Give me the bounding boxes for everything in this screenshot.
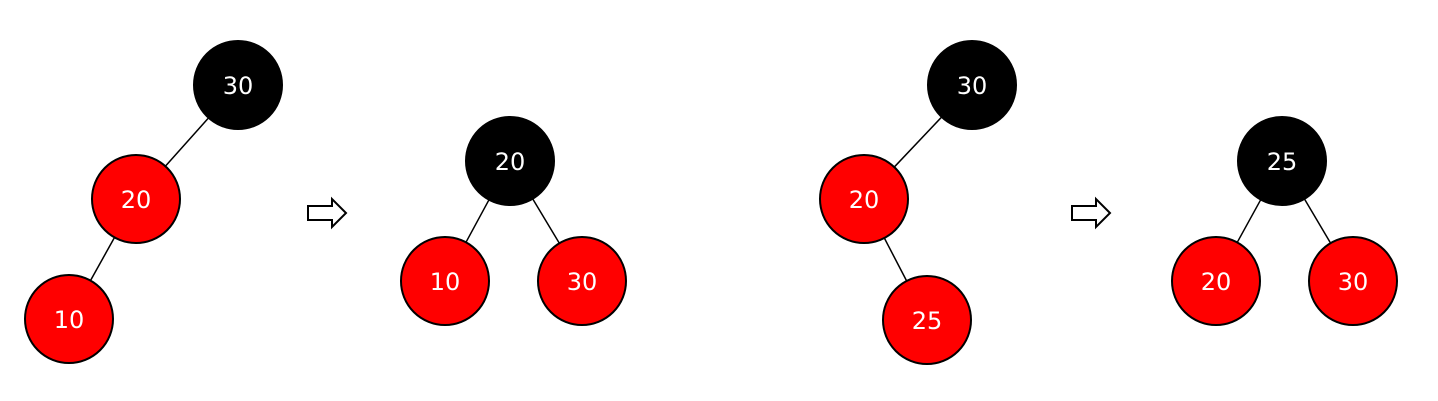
node-circle-red — [24, 274, 114, 364]
tree-node: 10 — [24, 274, 114, 364]
tree-node: 20 — [1171, 236, 1261, 326]
tree-node: 30 — [1308, 236, 1398, 326]
tree-node: 30 — [927, 40, 1017, 130]
tree-edge — [89, 237, 116, 281]
tree-left-left: 30 20 10 — [24, 40, 283, 364]
edges-layer — [89, 116, 1332, 282]
node-circle-black — [193, 40, 283, 130]
tree-node: 20 — [819, 154, 909, 244]
tree-node: 20 — [91, 154, 181, 244]
node-label: 30 — [1338, 268, 1369, 296]
tree-edge — [164, 117, 210, 167]
node-label: 20 — [121, 186, 152, 214]
node-circle-red — [1171, 236, 1261, 326]
node-circle-red — [91, 154, 181, 244]
node-label: 10 — [54, 306, 85, 334]
tree-node: 20 — [465, 116, 555, 206]
node-circle-red — [1308, 236, 1398, 326]
node-circle-black — [1237, 116, 1327, 206]
node-circle-red — [882, 275, 972, 365]
node-label: 20 — [849, 186, 880, 214]
tree-edge — [1303, 198, 1332, 244]
arrow-right-icon — [1071, 196, 1112, 230]
nodes-layer: 30 20 10 20 10 30 30 20 25 25 20 30 — [24, 40, 1398, 365]
node-label: 20 — [1201, 268, 1232, 296]
node-label: 20 — [495, 148, 526, 176]
tree-edge — [883, 237, 908, 282]
tree-node: 30 — [193, 40, 283, 130]
node-label: 10 — [430, 268, 461, 296]
tree-node: 30 — [537, 236, 627, 326]
tree-edge — [465, 199, 490, 243]
arrow-right-icon — [307, 196, 348, 230]
tree-left-right-rotated: 25 20 30 — [1171, 116, 1398, 326]
node-circle-red — [537, 236, 627, 326]
node-circle-red — [819, 154, 909, 244]
node-label: 25 — [1267, 148, 1298, 176]
tree-node: 10 — [400, 236, 490, 326]
node-circle-black — [927, 40, 1017, 130]
tree-edge — [1236, 199, 1262, 243]
tree-node: 25 — [882, 275, 972, 365]
node-label: 25 — [912, 307, 943, 335]
tree-node: 25 — [1237, 116, 1327, 206]
arrows-layer — [307, 196, 1112, 230]
tree-left-left-rotated: 20 10 30 — [400, 116, 627, 326]
tree-edge — [893, 116, 943, 168]
node-label: 30 — [957, 72, 988, 100]
node-label: 30 — [567, 268, 598, 296]
node-circle-red — [400, 236, 490, 326]
node-circle-black — [465, 116, 555, 206]
tree-left-right: 30 20 25 — [819, 40, 1017, 365]
node-label: 30 — [223, 72, 254, 100]
tree-edge — [531, 198, 561, 244]
